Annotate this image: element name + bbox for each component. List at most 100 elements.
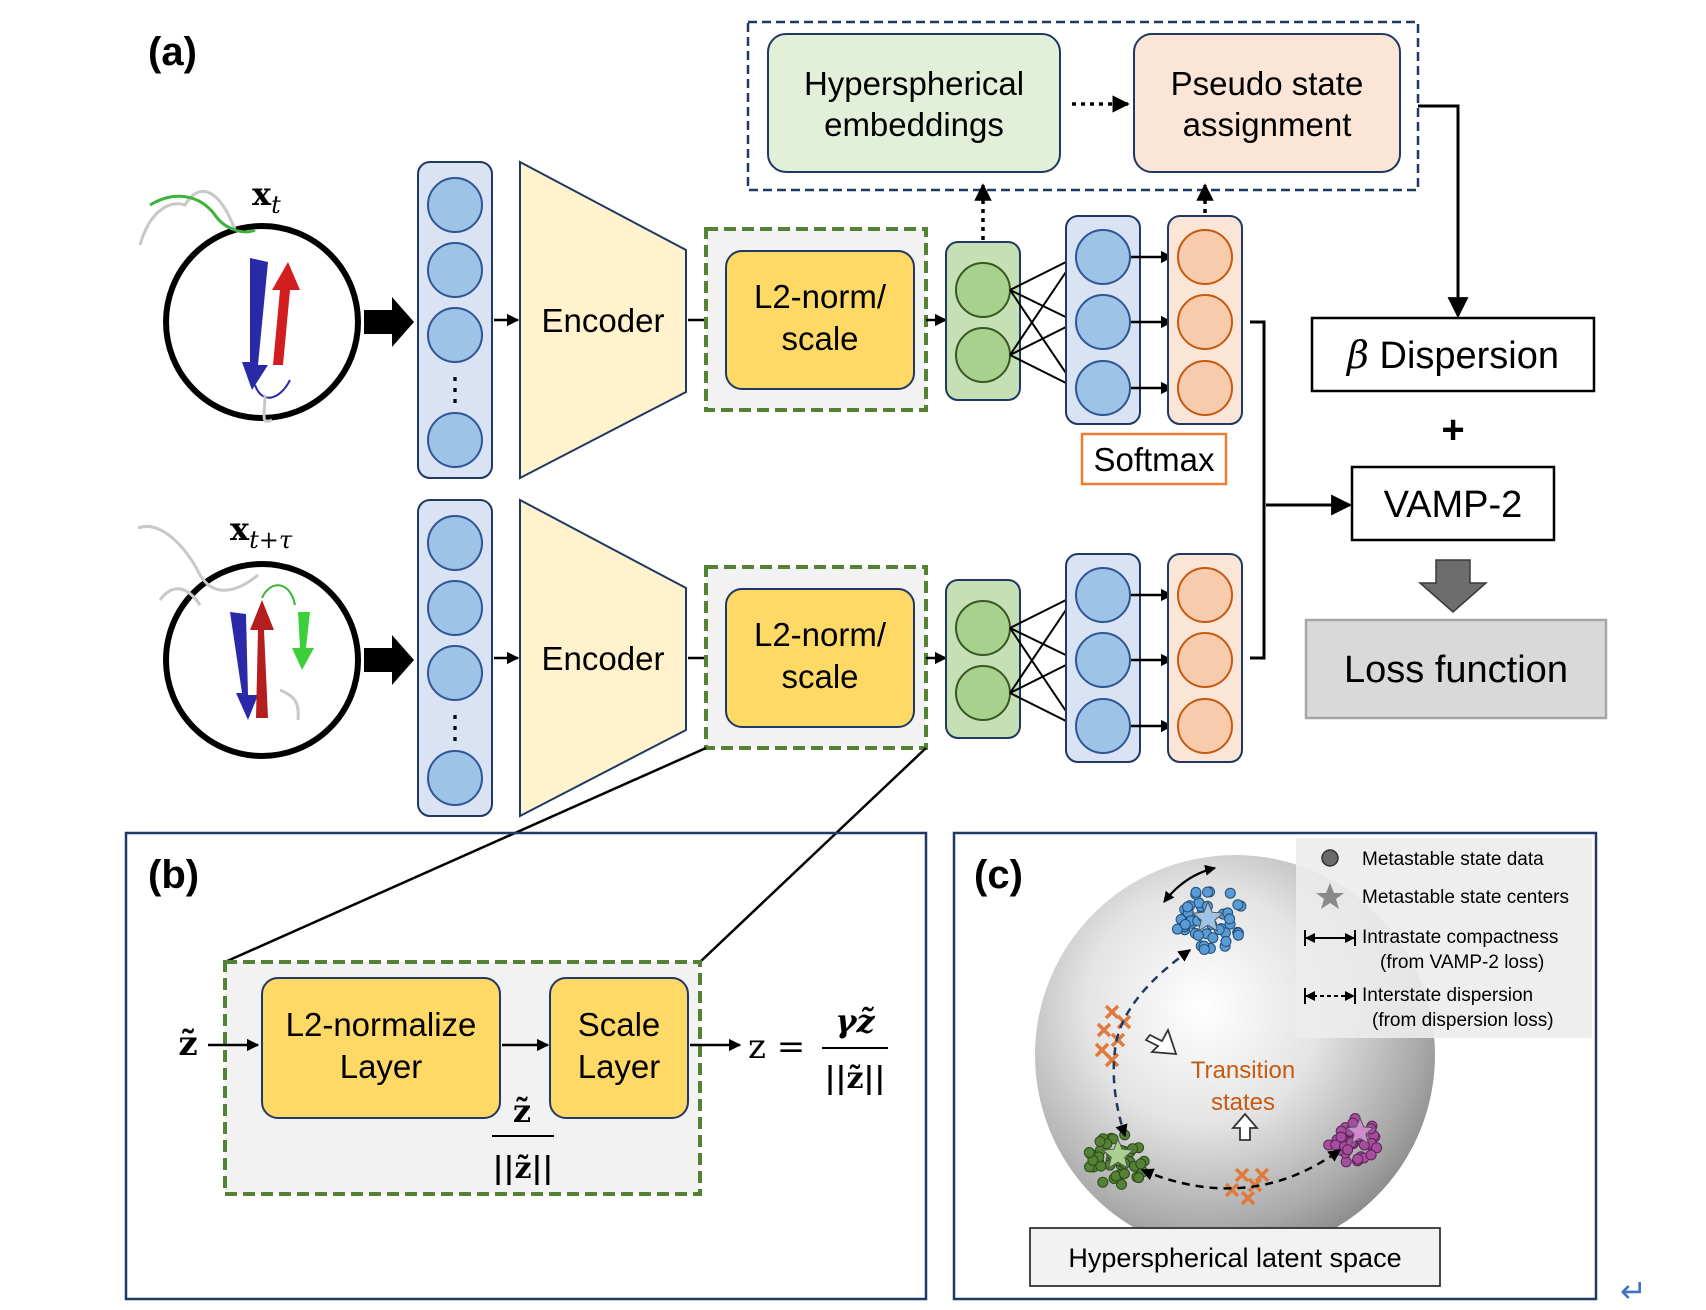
transition-state-marker	[1096, 1022, 1112, 1038]
latent-space-caption: Hyperspherical latent space	[1068, 1243, 1401, 1273]
input-z-tilde: z̃	[178, 1024, 197, 1064]
softmax-node	[1177, 632, 1233, 688]
return-glyph: ↵	[1620, 1273, 1647, 1309]
input-node	[427, 412, 483, 468]
metastable-point-blue	[1207, 932, 1219, 944]
protein-to-input-arrow-bottom	[364, 635, 414, 685]
zoom-line-left	[224, 746, 707, 964]
metastable-point-purple	[1342, 1144, 1354, 1156]
metastable-point-blue	[1220, 935, 1232, 947]
vamp2-label: VAMP-2	[1384, 484, 1523, 526]
panel-c-frame	[952, 831, 1598, 1301]
input-xt-tau-symbol: xt+τ	[230, 510, 293, 554]
embedding-node	[955, 600, 1011, 656]
metastable-point-purple	[1352, 1153, 1364, 1165]
metastable-point-green	[1135, 1158, 1147, 1170]
hidden-node	[1075, 567, 1131, 623]
intrastate-arrow	[1163, 864, 1217, 903]
hidden-node	[1075, 360, 1131, 416]
encoder-label-top: Encoder	[542, 302, 665, 339]
panel-a-label: (a)	[148, 30, 197, 74]
panel-b-label: (b)	[148, 853, 199, 897]
metastable-point-blue	[1202, 886, 1213, 898]
hollow-arrow-1	[1144, 1027, 1178, 1056]
dispersion-label: β Dispersion	[1345, 333, 1559, 377]
legend-interstate-1: Interstate dispersion	[1362, 985, 1533, 1006]
input-node	[427, 242, 483, 298]
legend-data-marker	[1321, 849, 1339, 867]
assign-to-dispersion-arrow	[1418, 104, 1469, 319]
scale-layer-label-1: Scale	[578, 1006, 661, 1043]
metastable-point-blue	[1224, 913, 1236, 925]
ellipsis: ⋮	[439, 371, 471, 407]
interstate-path-2	[1140, 1148, 1342, 1190]
protein-top	[138, 189, 361, 423]
branch-bracket	[1250, 320, 1266, 660]
metastable-point-green	[1133, 1172, 1145, 1184]
legend-intrastate-1: Intrastate compactness	[1362, 927, 1558, 948]
metastable-point-blue	[1190, 886, 1202, 898]
transition-state-marker	[1240, 1190, 1256, 1206]
legend-intrastate-2: (from VAMP-2 loss)	[1380, 952, 1544, 973]
hidden-node	[1075, 294, 1131, 350]
embeddings-label-1: Hyperspherical	[804, 65, 1024, 102]
panel-b-frame	[124, 831, 928, 1301]
norm-label-1: L2-norm/	[754, 278, 887, 315]
transition-states-label-2: states	[1211, 1089, 1275, 1116]
metastable-center-purple	[1345, 1116, 1375, 1145]
loss-function-box	[1304, 618, 1608, 720]
output-equation-lhs: z =	[748, 1027, 805, 1067]
metastable-point-blue	[1179, 919, 1191, 930]
metastable-point-blue	[1192, 929, 1204, 941]
mid-fraction-numerator: z̃	[513, 1092, 531, 1130]
norm-label-2: scale	[781, 320, 858, 357]
output-fraction-numerator: γz̃	[835, 1002, 875, 1040]
dispersion-box	[1310, 316, 1596, 393]
metastable-point-blue	[1232, 899, 1244, 911]
transition-state-marker	[1247, 1177, 1263, 1193]
input-node	[427, 515, 483, 571]
softmax-node	[1177, 229, 1233, 285]
encoder-label-bottom: Encoder	[542, 640, 665, 677]
embedding-node	[955, 262, 1011, 318]
softmax-node	[1177, 698, 1233, 754]
mid-fraction-denominator: ||z̃||	[493, 1151, 554, 1186]
scale-layer-box	[549, 977, 689, 1119]
transition-states-label-1: Transition	[1191, 1057, 1295, 1084]
l2-normalize-label-1: L2-normalize	[286, 1006, 477, 1043]
scale-layer-label-2: Layer	[578, 1048, 661, 1085]
input-node	[427, 307, 483, 363]
embedding-node	[955, 327, 1011, 383]
l2-normalize-layer-box	[261, 977, 501, 1119]
output-fraction-denominator: ||z̃||	[825, 1061, 886, 1096]
zoom-line-right	[699, 747, 927, 963]
input-node	[427, 580, 483, 636]
softmax-node	[1177, 294, 1233, 350]
cluster-layer	[1083, 886, 1383, 1206]
hyperspherical-embeddings-box	[767, 33, 1061, 173]
input-node	[427, 177, 483, 233]
protein-to-input-arrow-top	[364, 297, 414, 347]
metastable-point-blue	[1182, 901, 1193, 913]
l2-norm-box-top	[725, 250, 915, 390]
metastable-point-blue	[1198, 944, 1210, 955]
ellipsis: ⋮	[439, 709, 471, 745]
legend-metastable-data: Metastable state data	[1362, 849, 1544, 870]
legend-center-star	[1316, 883, 1344, 909]
assignment-label-1: Pseudo state	[1171, 65, 1364, 102]
metastable-point-green	[1118, 1168, 1130, 1180]
encoder-bottom	[519, 498, 687, 818]
hollow-arrow-2	[1231, 1112, 1259, 1141]
panel-c-label: (c)	[974, 853, 1023, 897]
input-node	[427, 750, 483, 806]
input-xt-symbol: xt	[252, 175, 281, 219]
l2-norm-box-bottom	[725, 588, 915, 728]
softmax-label: Softmax	[1093, 441, 1215, 478]
encoder-top	[519, 160, 687, 480]
metastable-point-purple	[1365, 1149, 1377, 1161]
l2-normalize-label-2: Layer	[340, 1048, 423, 1085]
vamp2-box	[1350, 465, 1556, 542]
softmax-node	[1177, 360, 1233, 416]
metastable-point-green	[1083, 1147, 1095, 1158]
